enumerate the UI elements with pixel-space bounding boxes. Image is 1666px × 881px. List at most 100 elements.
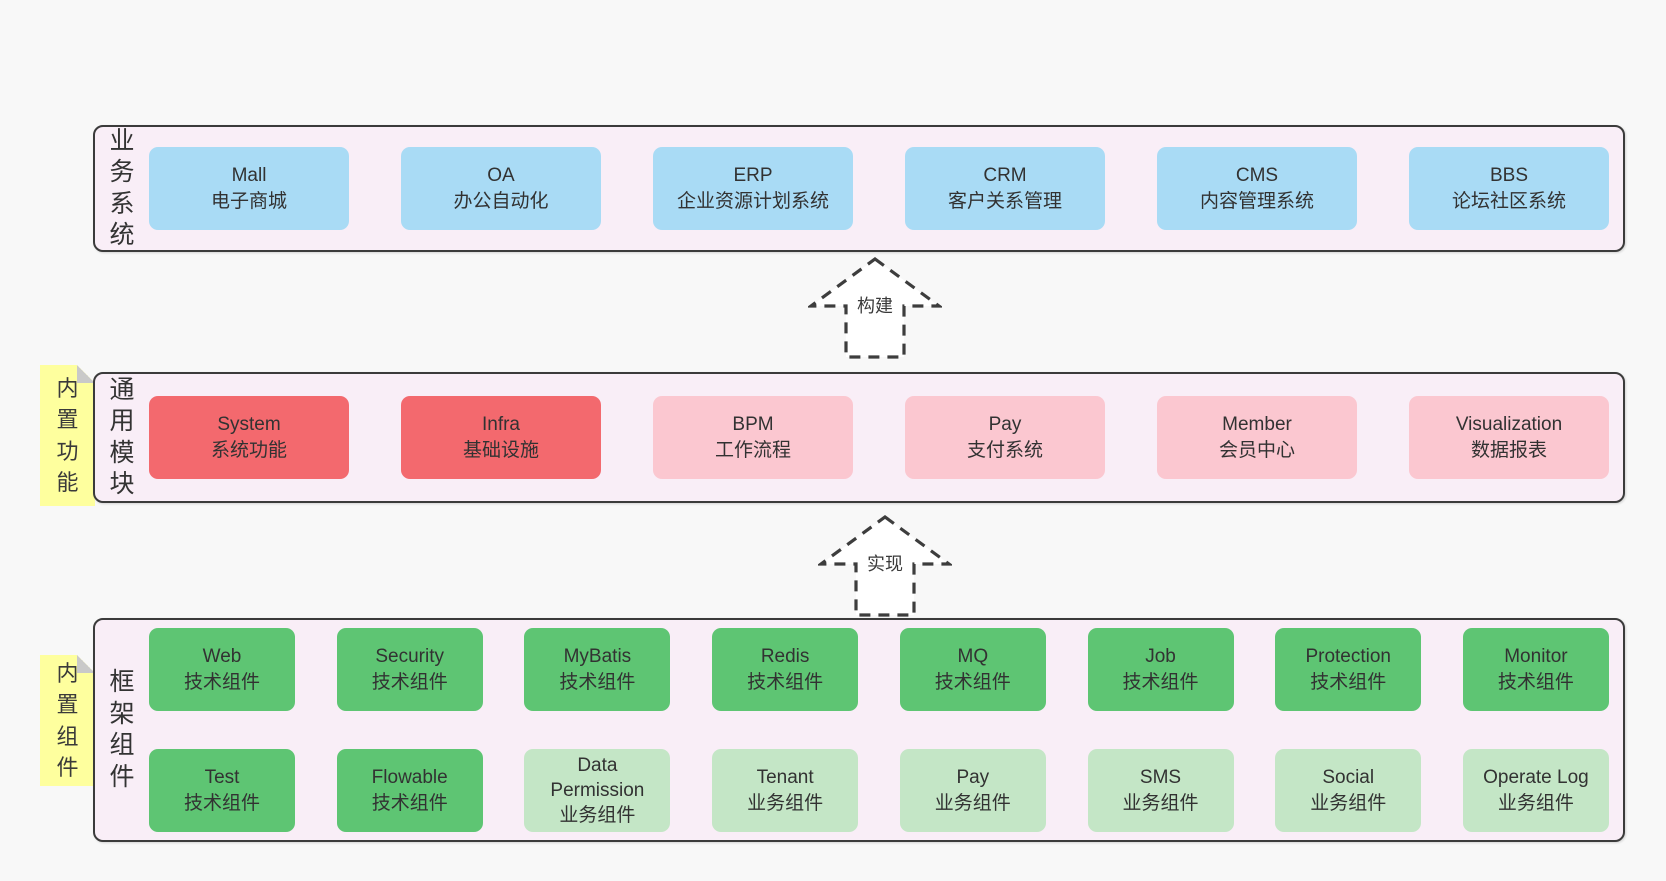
box-subtitle: 技术组件 [1122,671,1199,693]
box-subtitle: 客户关系管理 [947,190,1062,212]
box-tenant: Tenant 业务组件 [712,749,859,832]
box-subtitle: 系统功能 [210,439,287,461]
box-subtitle: 工作流程 [714,439,791,461]
box-social: Social 业务组件 [1275,749,1422,832]
arrow-implement: 实现 [818,514,952,618]
box-title: Infra [481,414,521,436]
arrow-build: 构建 [808,256,942,360]
box-title: Monitor [1504,646,1568,668]
box-subtitle: 业务组件 [1497,792,1574,814]
box-member: Member 会员中心 [1157,396,1357,479]
box-operate-log: Operate Log 业务组件 [1462,749,1609,832]
panel-label: 业务系统 [109,126,135,250]
box-subtitle: 技术组件 [1497,671,1574,693]
box-job: Job 技术组件 [1087,628,1234,711]
box-title: Protection [1305,646,1391,668]
box-subtitle: 业务组件 [1310,792,1387,814]
box-title: Mall [231,165,267,187]
box-pay-component: Pay 业务组件 [899,749,1046,832]
box-title: SMS [1139,767,1182,789]
box-subtitle: 电子商城 [210,190,287,212]
box-oa: OA 办公自动化 [401,147,601,230]
box-title: System [217,414,281,436]
panel-common-modules: 通用模块 System 系统功能 Infra 基础设施 BPM 工作流程 Pay… [93,372,1625,503]
panel-business-systems: 业务系统 Mall 电子商城 OA 办公自动化 ERP 企业资源计划系统 CRM… [93,125,1625,252]
box-sms: SMS 业务组件 [1087,749,1234,832]
box-title: Data Permission [550,754,645,801]
framework-box-row-2: Test 技术组件 Flowable 技术组件 Data Permission … [149,741,1609,840]
box-title: Pay [956,767,990,789]
panel-framework-components: 框架组件 Web 技术组件 Security 技术组件 MyBatis 技术组件… [93,618,1625,842]
sticky-note-label: 内置功能 [56,376,79,495]
box-title: OA [487,165,515,187]
box-subtitle: 业务组件 [1122,792,1199,814]
box-subtitle: 业务组件 [747,792,824,814]
box-mq: MQ 技术组件 [899,628,1046,711]
box-subtitle: 技术组件 [183,792,260,814]
box-subtitle: 技术组件 [371,671,448,693]
box-subtitle: 办公自动化 [453,190,549,212]
box-protection: Protection 技术组件 [1275,628,1422,711]
box-title: Web [202,646,242,668]
box-bbs: BBS 论坛社区系统 [1409,147,1609,230]
box-subtitle: 基础设施 [462,439,539,461]
panel-label: 通用模块 [109,375,135,499]
arrow-label: 实现 [864,548,906,577]
box-title: MQ [957,646,989,668]
box-monitor: Monitor 技术组件 [1462,628,1609,711]
box-title: Social [1322,767,1375,789]
box-title: Member [1222,414,1292,436]
box-subtitle: 支付系统 [966,439,1043,461]
box-redis: Redis 技术组件 [712,628,859,711]
box-subtitle: 会员中心 [1218,439,1295,461]
common-box-row: System 系统功能 Infra 基础设施 BPM 工作流程 Pay 支付系统… [149,374,1609,501]
box-subtitle: 数据报表 [1470,439,1547,461]
box-test: Test 技术组件 [149,749,295,832]
box-title: MyBatis [563,646,632,668]
box-security: Security 技术组件 [336,628,483,711]
box-title: Security [375,646,445,668]
box-title: ERP [733,165,773,187]
box-subtitle: 技术组件 [559,671,636,693]
box-title: Test [204,767,240,789]
box-title: Visualization [1455,414,1563,436]
box-crm: CRM 客户关系管理 [905,147,1105,230]
box-subtitle: 技术组件 [183,671,260,693]
sticky-note-built-in-components: 内置组件 [40,655,95,786]
box-infra: Infra 基础设施 [401,396,601,479]
box-title: Pay [988,414,1022,436]
box-subtitle: 企业资源计划系统 [676,190,829,212]
box-visualization: Visualization 数据报表 [1409,396,1609,479]
box-title: Job [1145,646,1176,668]
box-subtitle: 业务组件 [934,792,1011,814]
framework-box-row-1: Web 技术组件 Security 技术组件 MyBatis 技术组件 Redi… [149,620,1609,719]
box-erp: ERP 企业资源计划系统 [653,147,853,230]
box-subtitle: 内容管理系统 [1199,190,1314,212]
box-system: System 系统功能 [149,396,349,479]
sticky-note-built-in-features: 内置功能 [40,365,95,506]
box-title: Operate Log [1483,767,1589,789]
box-title: BBS [1489,165,1529,187]
box-subtitle: 技术组件 [371,792,448,814]
box-subtitle: 论坛社区系统 [1451,190,1566,212]
box-mybatis: MyBatis 技术组件 [524,628,671,711]
panel-label: 框架组件 [109,668,135,791]
sticky-note-label: 内置组件 [56,661,79,780]
box-title: Tenant [756,767,814,789]
box-title: CRM [983,165,1027,187]
box-subtitle: 技术组件 [934,671,1011,693]
box-bpm: BPM 工作流程 [653,396,853,479]
box-pay-system: Pay 支付系统 [905,396,1105,479]
box-title: Redis [760,646,810,668]
box-web: Web 技术组件 [149,628,295,711]
box-title: BPM [732,414,774,436]
box-mall: Mall 电子商城 [149,147,349,230]
box-cms: CMS 内容管理系统 [1157,147,1357,230]
box-subtitle: 技术组件 [747,671,824,693]
business-box-row: Mall 电子商城 OA 办公自动化 ERP 企业资源计划系统 CRM 客户关系… [149,127,1609,250]
box-subtitle: 业务组件 [559,805,636,827]
arrow-label: 构建 [854,290,896,319]
box-data-permission: Data Permission 业务组件 [524,749,671,832]
box-subtitle: 技术组件 [1310,671,1387,693]
